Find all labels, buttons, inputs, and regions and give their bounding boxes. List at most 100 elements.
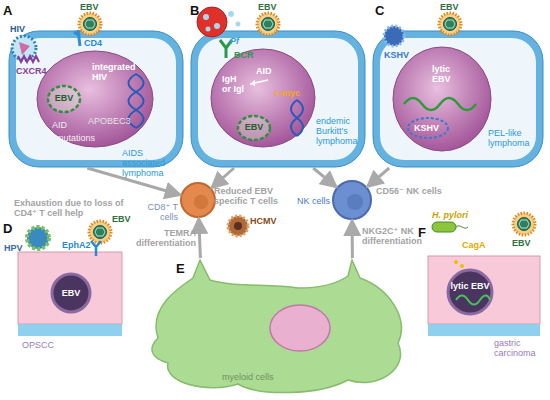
gene-label: IgH or Igl [222,74,244,94]
gene-label: c-myc [274,88,310,98]
virus-label: KSHV [384,50,409,60]
gene-label: integrated HIV [92,62,142,82]
virus-label: EBV [258,2,277,12]
cell-nucleus: EBV [50,272,92,314]
gray-arrow [351,221,354,258]
epithelium [428,256,540,324]
circ-outline [332,180,372,220]
panel-letter: B [190,4,199,18]
cell-caption: CD8⁺ T cells [134,202,178,222]
panel-letter: A [3,4,12,18]
hpv-virion [27,227,49,249]
cell-nucleus: IgH or Igl AID c-mycEBV [210,48,316,148]
virus-label: HPV [4,243,23,253]
episome-label: EBV [46,93,82,103]
cell-membrane [9,31,183,167]
h-pylori-bacterium [432,222,468,232]
cell-caption: NK cells [292,196,330,206]
nuc-outline [392,46,492,152]
cell-body [181,183,215,217]
t-cell: CD8⁺ T cells [180,182,216,218]
cell-caption: gastric carcinoma [494,338,548,358]
panel-letter: E [176,262,185,276]
cell-membrane [373,31,543,167]
edge-label: Reduced EBV specific T cells [214,186,294,206]
cell-caption: OPSCC [22,340,82,350]
genome-label: lytic EBV [432,64,468,84]
protein-label: CagA [462,240,486,250]
nk-cell: NK cells [332,180,372,220]
cell-body [333,181,371,219]
basement-membrane [428,324,540,336]
panel-letter: D [3,222,12,236]
flagellum [456,226,468,228]
virus-label: HIV [10,24,25,34]
epithelial-cell: gastric carcinomalytic EBV [428,256,540,336]
nucleus-body [393,47,491,151]
receptor-label: CXCR4 [16,66,47,76]
enzyme-label: AID [256,66,280,76]
edge-label: Exhaustion due to loss of CD4⁺ T cell he… [14,198,136,218]
virus-label: EBV [440,2,459,12]
nucleus-label: lytic EBV [446,281,494,291]
parasite [214,23,220,29]
virus-label: EBV [80,2,99,12]
parasite [228,11,234,17]
gray-arrow [199,219,201,258]
bacterium-body [432,222,456,232]
cell-caption: PEL-like lymphoma [488,128,538,148]
nucleus-body [448,270,492,314]
cell-nucleus-mark [194,195,208,209]
gray-arrow [313,168,336,187]
nucleus-label: EBV [50,288,92,298]
virus-label: EBV [112,214,131,224]
ebv-episome: EBV [46,84,82,114]
receptor-label: CD4 [84,38,102,48]
hcmv-virion [228,216,248,236]
myeloid-cell: myeloid cells [148,258,410,396]
parasite [206,27,211,32]
edge-label: CD56⁻ NK cells [376,186,442,196]
bacterium-label: H. pylori [432,210,468,220]
cell-nucleus: lytic EBVKSHV [392,46,492,152]
virus-label: EBV [512,238,531,248]
ebv-virion [89,221,111,243]
edge-label: NKG2C⁺ NK differentiation [362,226,426,246]
edge-label: TEMRA differentiation [132,228,196,248]
cell-caption: endemic Burkitt's lymphoma [316,116,364,146]
cell-membrane [191,31,365,167]
myeloid-outline [148,258,410,396]
cell-caption: myeloid cells [222,372,302,382]
gray-arrow [212,168,234,187]
gray-arrow [368,168,389,186]
basement-membrane [18,324,122,336]
parasite [203,14,209,20]
cell-nucleus: integrated HIVAIDAPOBEC3mutationsEBV [36,50,154,148]
dark-outline [446,268,494,316]
circ-outline [180,182,216,218]
epithelial-cell: OPSCCEBV [18,252,122,336]
cell-nucleus-mark [347,194,363,210]
enzyme-label: AID [52,120,82,130]
ebv-virion [513,213,535,235]
parasite-label: Pf [230,36,239,46]
receptor-label: EphA2 [62,240,91,250]
nucleus-body [211,49,315,147]
panel-letter: C [375,4,384,18]
virus-label: HCMV [250,216,277,226]
hcmv-envelope [228,216,248,236]
nucleus-body [37,51,153,147]
ebv-episome: EBV [236,114,272,142]
lymphoma-cell: AIDS associated lymphomaintegrated HIVAI… [8,30,184,168]
episome-label: EBV [236,122,272,132]
myeloid-body [152,260,401,393]
parasite [236,22,241,27]
enzyme-label: APOBEC3 [88,116,138,126]
hcmv-core [234,222,242,230]
cytoplasm [16,38,176,160]
lymphoma-cell: endemic Burkitt's lymphoma IgH or Igl AID c… [190,30,366,168]
cell-nucleus: lytic EBV [446,268,494,316]
cell-caption: AIDS associated lymphoma [122,148,186,178]
epithelium [18,252,122,324]
